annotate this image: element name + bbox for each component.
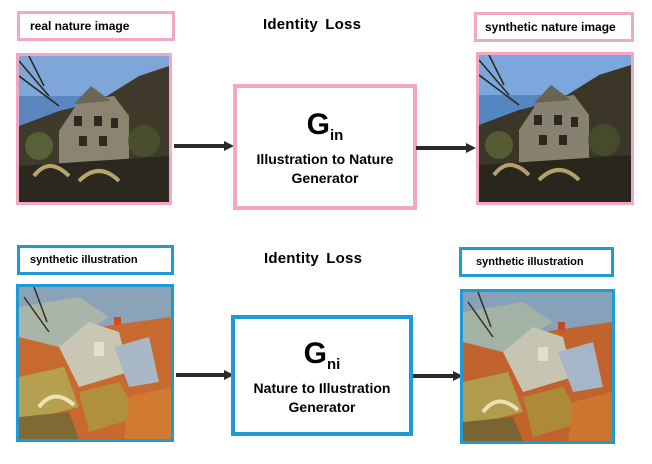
synthetic-illustration-input-label: synthetic illustration	[17, 245, 174, 275]
synthetic-illustration-input-label-text: synthetic illustration	[30, 254, 138, 266]
bottom-output-arrow	[413, 371, 463, 381]
generator-subscript: ni	[327, 356, 341, 373]
real-nature-image-label-text: real nature image	[30, 19, 130, 33]
generator-line1: Nature to Illustration	[253, 380, 391, 396]
top-identity-loss-title: Identity Loss	[263, 16, 362, 33]
generator-g-letter: G	[306, 108, 330, 141]
synthetic-illustration-output-label: synthetic illustration	[459, 247, 614, 277]
generator-gni-symbol: Gni	[235, 337, 409, 374]
synthetic-nature-image-label: synthetic nature image	[474, 12, 634, 42]
bottom-identity-loss-title: Identity Loss	[264, 250, 363, 267]
synthetic-illustration-output-label-text: synthetic illustration	[476, 256, 584, 268]
generator-line2: Generator	[291, 170, 359, 186]
nature-to-illustration-generator: Gni Nature to Illustration Generator	[231, 315, 413, 436]
generator-g-letter: G	[303, 337, 327, 370]
synthetic-illustration-input-image	[16, 284, 174, 442]
synthetic-illustration-output-image	[460, 289, 615, 444]
generator-gin-symbol: Gin	[237, 108, 413, 145]
synthetic-nature-image-label-text: synthetic nature image	[485, 20, 616, 34]
bottom-input-arrow	[176, 370, 234, 380]
real-nature-image-label: real nature image	[17, 11, 175, 41]
generator-subscript: in	[330, 127, 344, 144]
generator-description: Illustration to Nature Generator	[237, 150, 413, 188]
top-input-arrow	[174, 141, 234, 151]
real-nature-image	[16, 53, 172, 205]
generator-line2: Generator	[288, 399, 356, 415]
generator-description: Nature to Illustration Generator	[235, 379, 409, 417]
illustration-to-nature-generator: Gin Illustration to Nature Generator	[233, 84, 417, 210]
synthetic-nature-image	[476, 52, 634, 205]
generator-line1: Illustration to Nature	[256, 151, 394, 167]
top-output-arrow	[416, 143, 476, 153]
